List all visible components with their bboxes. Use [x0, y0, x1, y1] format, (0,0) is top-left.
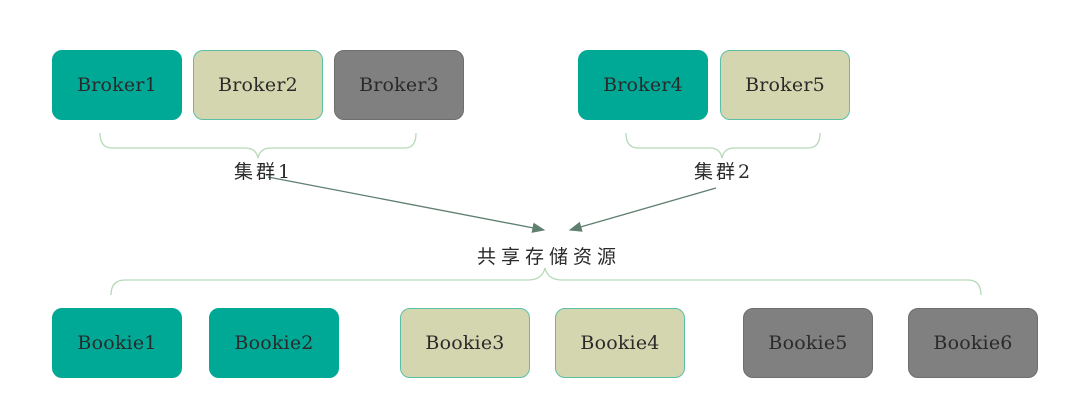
cluster1-bracket: [99, 132, 417, 159]
bookie-node-6: Bookie6: [908, 308, 1038, 378]
broker-node-3: Broker3: [334, 50, 464, 120]
bookie-node-2: Bookie2: [209, 308, 339, 378]
cluster2-label: 集群2: [694, 161, 754, 183]
cluster2-arrow: [568, 187, 717, 232]
broker-node-5: Broker5: [720, 50, 850, 120]
broker-node-4: Broker4: [578, 50, 708, 120]
broker-node-2: Broker2: [193, 50, 323, 120]
bookie-node-1: Bookie1: [52, 308, 182, 378]
cluster1-label: 集群1: [234, 161, 294, 183]
broker-node-1: Broker1: [52, 50, 182, 120]
shared-storage-label: 共享存储资源: [477, 246, 622, 268]
bookie-node-5: Bookie5: [743, 308, 873, 378]
storage-bracket: [110, 267, 982, 296]
cluster2-bracket: [625, 132, 821, 159]
bookie-node-4: Bookie4: [555, 308, 685, 378]
cluster1-arrow: [267, 176, 546, 233]
bookie-node-3: Bookie3: [400, 308, 530, 378]
